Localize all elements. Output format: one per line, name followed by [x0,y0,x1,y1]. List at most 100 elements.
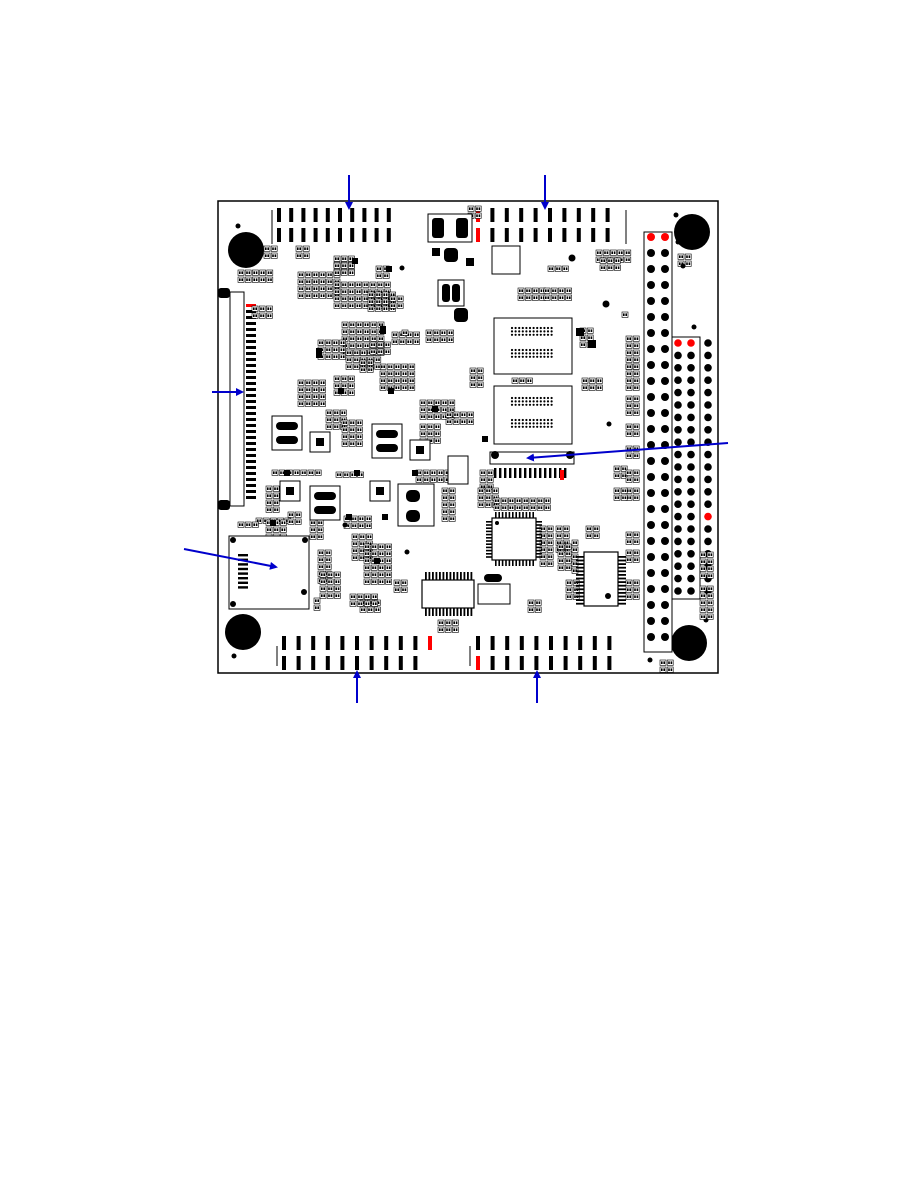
header-pin [647,457,655,465]
smd-pad [629,447,631,450]
smd-pad [383,307,385,310]
smd-pad [427,471,429,474]
smd-pad [382,545,384,548]
bga-ball [515,356,517,358]
bga-ball [540,397,542,399]
smd-passive [449,488,455,493]
smd-pad [559,541,561,544]
smd-pad [299,520,301,523]
smd-pad [309,471,311,474]
smd-pad [357,297,359,300]
smd-pad [386,293,388,296]
smd-passive [453,412,459,417]
bga-ball [547,422,549,424]
smd-passive [547,561,553,566]
smd-passive [371,544,377,549]
smd-passive [518,288,524,293]
bga-ball [536,400,538,402]
smd-pad [337,257,339,260]
smd-pad [444,331,446,334]
smd-passive [626,396,632,401]
smd-pad [627,454,629,457]
smd-pad [239,523,241,526]
smd-pad [357,330,359,333]
smd-passive [364,558,370,563]
smd-passive [614,495,620,500]
header-pin [647,521,655,529]
smd-pad [617,467,619,470]
smd-pad [381,283,383,286]
smd-pad [481,489,483,492]
smd-pad [329,425,331,428]
smd-pad [378,283,380,286]
smd-pad [483,485,485,488]
smd-passive [334,572,340,577]
smd-passive [442,488,448,493]
fpc-pin [246,448,256,451]
smd-passive [359,534,365,539]
bga-ball [522,334,524,336]
smd-pad [347,473,349,476]
smd-pad [376,365,378,368]
smd-pad [615,266,617,269]
smd-passive [340,340,346,345]
smd-passive [327,579,333,584]
bga-ball [511,422,513,424]
smd-pad [379,573,381,576]
smd-pad [552,289,554,292]
bga-ball [518,404,520,406]
smd-passive [633,477,639,482]
smd-pad [249,271,251,274]
smd-pad [342,384,344,387]
header-pin [687,550,695,558]
smd-passive [370,349,376,354]
smd-pad [611,251,613,254]
smd-passive [294,470,300,475]
smd-pad [536,289,538,292]
smd-pad [593,379,595,382]
bga-ball [547,356,549,358]
smd-passive [356,441,362,446]
smd-pad [603,266,605,269]
header-pin [282,636,286,650]
smd-pad [434,478,436,481]
bga-ball [536,422,538,424]
smd-pad [352,384,354,387]
smd-passive [566,288,572,293]
smd-pad [365,552,367,555]
smd-passive [325,550,331,555]
soic-pin [576,570,584,572]
bga-ball [536,349,538,351]
smd-pad [671,668,673,671]
smd-pad [323,402,325,405]
smd-passive [563,526,569,531]
fpc-pin [519,468,521,478]
smd-pad [393,333,395,336]
smd-pad [241,523,243,526]
smd-passive [351,523,357,528]
smd-pad [316,388,318,391]
smd-pad [361,602,363,605]
smd-pad [329,341,331,344]
smd-pad [277,508,279,511]
smd-passive [614,488,620,493]
smd-pad [368,368,370,371]
bga-ball [518,397,520,399]
smd-pad [634,432,636,435]
soic-pin [618,581,626,583]
smd-pad [597,379,599,382]
smd-passive [280,520,286,525]
smd-block [382,514,388,520]
qfp-pin [536,550,542,552]
header-pin [674,550,682,558]
smd-pad [256,523,258,526]
qfp-pin [495,512,497,518]
smd-passive [298,293,304,298]
smd-pad [443,496,445,499]
smd-pad [551,548,553,551]
smd-pad [431,471,433,474]
smd-pad [569,581,571,584]
smd-passive [238,522,244,527]
soic-pin [457,608,459,616]
smd-pad [634,351,636,354]
